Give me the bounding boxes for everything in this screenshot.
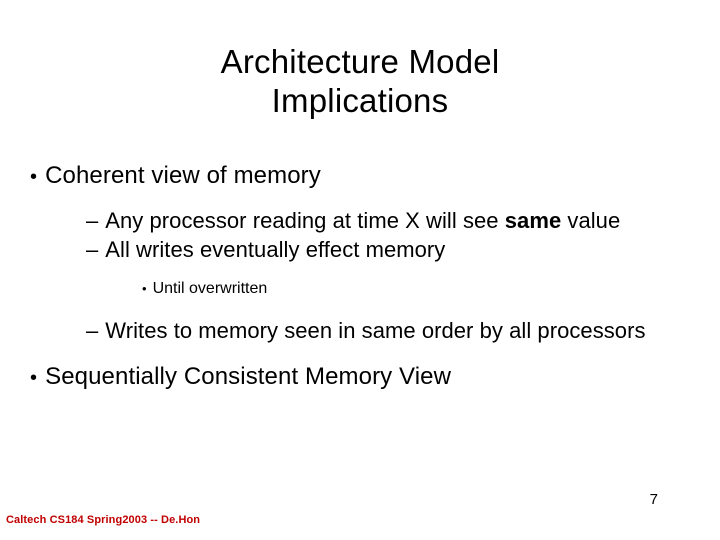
bullet-level1-coherent-view: • Coherent view of memory [0, 160, 720, 193]
bullet-level1-coherent-view-text: Coherent view of memory [45, 162, 321, 189]
bullet-disc-icon: • [30, 367, 38, 389]
bullet-level1-sequential-consistency-text: Sequentially Consistent Memory View [45, 363, 452, 390]
spacer [0, 345, 720, 361]
bullet-level2-same-emphasis: same [504, 208, 562, 233]
bullet-level2-writes-order: –Writes to memory seen in same order by … [0, 316, 720, 345]
bullet-level1-sequential-consistency: • Sequentially Consistent Memory View [0, 361, 720, 394]
bullet-level3-until-overwritten: • Until overwritten [0, 278, 720, 300]
page-title-line-2: Implications [271, 82, 449, 119]
bullet-level2-all-writes-text: All writes eventually effect memory [105, 237, 446, 262]
page-title: Architecture Model Implications [0, 42, 720, 120]
bullet-level3-until-overwritten-text: Until overwritten [152, 280, 268, 297]
bullet-disc-small-icon: • [142, 281, 147, 296]
bullet-level2-any-processor-text: Any processor reading at time X will see [105, 208, 499, 233]
bullet-level2-any-processor: –Any processor reading at time X will se… [0, 206, 720, 235]
page-number: 7 [649, 491, 658, 508]
spacer [0, 197, 720, 206]
bullet-dash-icon: – [86, 237, 99, 262]
bullet-dash-icon: – [86, 318, 99, 343]
slide-body: •Coherent view of memory –Any processor … [0, 160, 720, 398]
bullet-level2-all-writes: –All writes eventually effect memory [0, 235, 720, 264]
footer-attribution: Caltech CS184 Spring2003 -- De.Hon [6, 514, 201, 526]
bullet-disc-icon: • [30, 166, 38, 188]
bullet-dash-icon: – [86, 208, 99, 233]
spacer [0, 264, 720, 278]
spacer [0, 300, 720, 316]
bullet-level2-value-text: value [561, 208, 621, 233]
page-title-line-1: Architecture Model [220, 43, 500, 80]
bullet-level2-writes-order-text: Writes to memory seen in same order by a… [105, 318, 646, 343]
